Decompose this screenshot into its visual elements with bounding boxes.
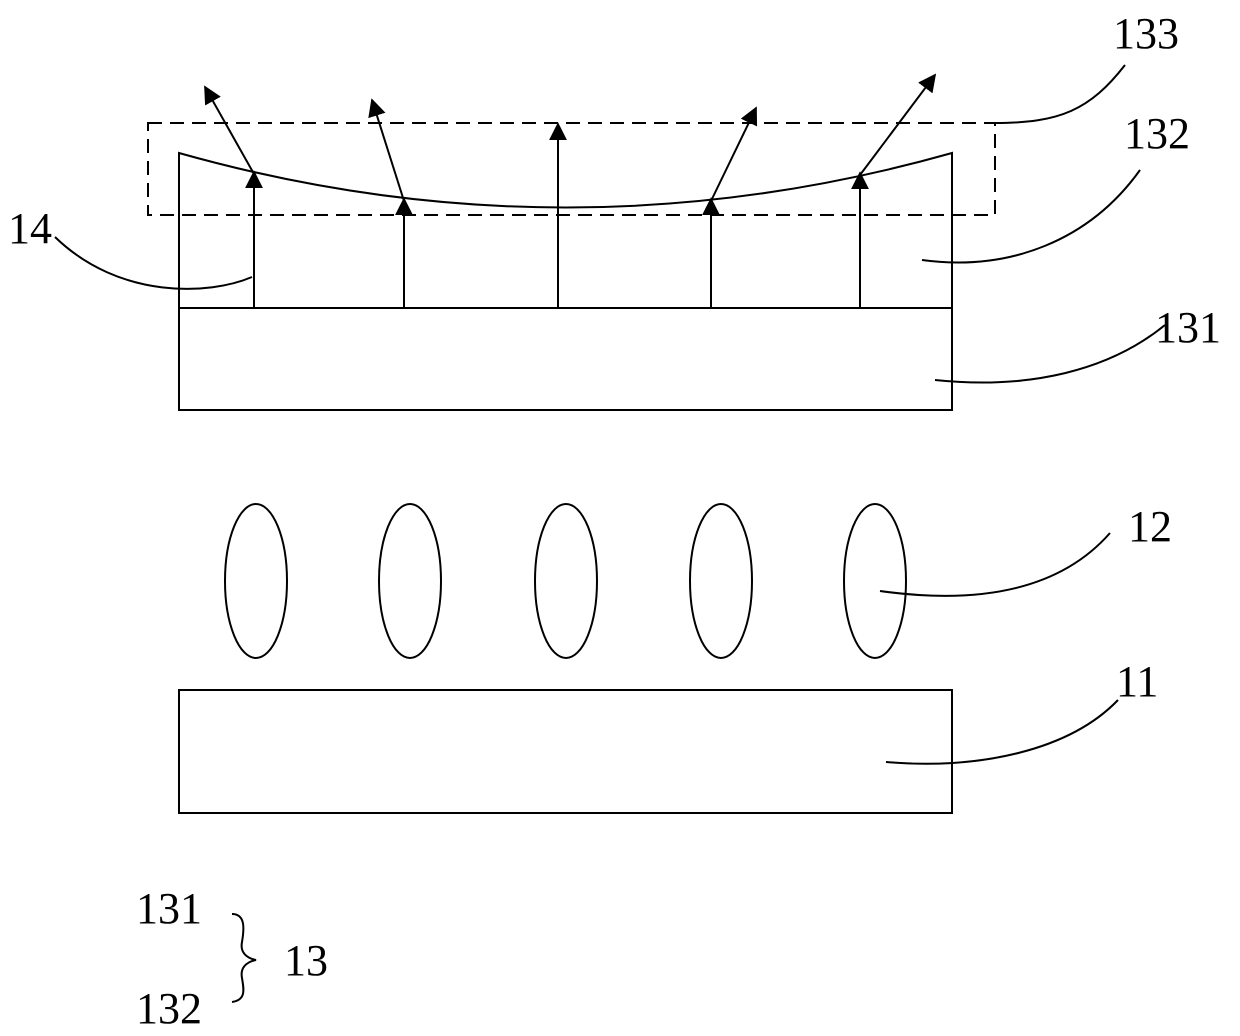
leader-line-12 xyxy=(880,533,1110,596)
label-133: 133 xyxy=(1113,9,1179,58)
ellipse-element-1 xyxy=(225,504,287,658)
layer-132-concave-layer xyxy=(179,153,952,308)
elements-12 xyxy=(225,504,906,658)
ellipse-element-4 xyxy=(690,504,752,658)
leader-line-133 xyxy=(995,65,1125,123)
label-131: 131 xyxy=(1155,303,1221,352)
legend-label-131: 131 xyxy=(136,884,202,933)
leader-lines xyxy=(55,65,1165,764)
ellipse-element-2 xyxy=(379,504,441,658)
ray-refracted-2 xyxy=(372,100,404,201)
curly-brace-icon xyxy=(232,914,256,1002)
ellipse-element-5 xyxy=(844,504,906,658)
leader-line-131 xyxy=(935,325,1165,383)
ray-refracted-4 xyxy=(711,108,756,201)
legend-label-13: 13 xyxy=(284,936,328,985)
light-rays xyxy=(205,75,935,308)
region-133-dashed-box xyxy=(148,123,995,215)
layer-11-bottom-substrate xyxy=(179,690,952,813)
legend-label-132: 132 xyxy=(136,984,202,1033)
leader-line-14 xyxy=(55,237,252,289)
label-14: 14 xyxy=(8,204,52,253)
ellipse-element-3 xyxy=(535,504,597,658)
layer-131-substrate xyxy=(179,308,952,410)
label-132: 132 xyxy=(1124,109,1190,158)
ray-refracted-1 xyxy=(205,87,254,174)
leader-line-132 xyxy=(922,170,1140,262)
label-12: 12 xyxy=(1128,502,1172,551)
leader-line-11 xyxy=(886,700,1118,764)
label-11: 11 xyxy=(1116,657,1158,706)
legend-group: 131 132 13 xyxy=(136,884,328,1033)
